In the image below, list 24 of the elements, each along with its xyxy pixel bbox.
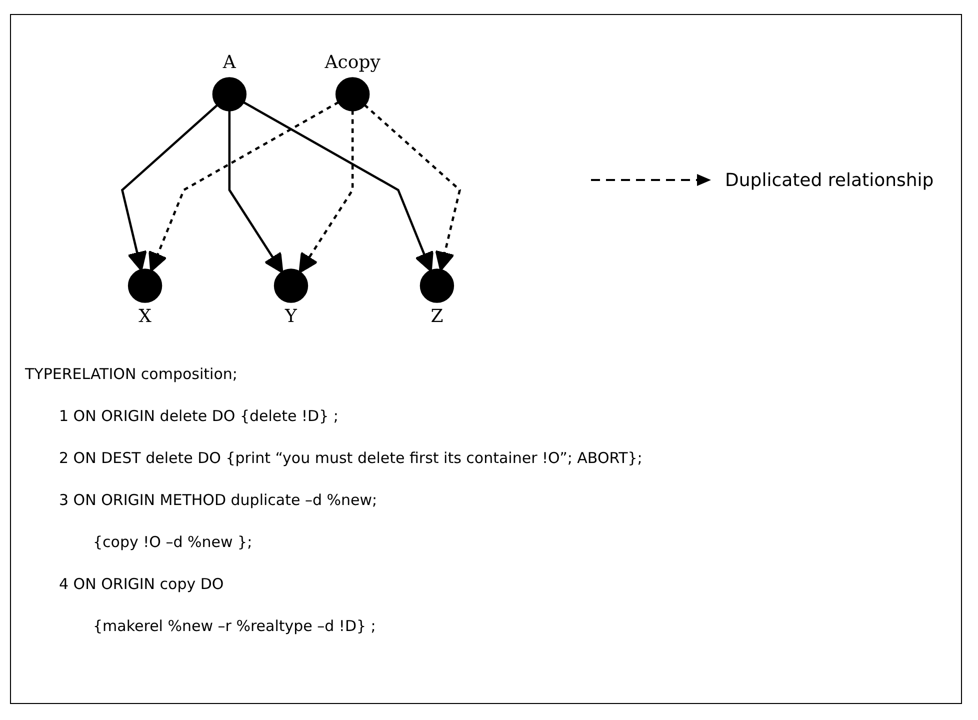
node-label: Z bbox=[430, 306, 444, 327]
code-line: TYPERELATION composition; bbox=[25, 365, 238, 383]
node-dot bbox=[274, 268, 308, 303]
node-dot bbox=[212, 77, 247, 112]
node-dot bbox=[128, 268, 162, 303]
arrow bbox=[148, 101, 340, 272]
code-line: 2 ON DEST delete DO {print “you must delete first its container !O”; ABORT}; bbox=[59, 449, 642, 467]
code-line: {copy !O –d %new }; bbox=[93, 533, 252, 551]
node-label: Acopy bbox=[324, 52, 380, 74]
code-line: 1 ON ORIGIN delete DO {delete !D} ; bbox=[59, 407, 338, 425]
code-line: 3 ON ORIGIN METHOD duplicate –d %new; bbox=[59, 491, 378, 509]
arrow bbox=[364, 104, 462, 272]
arrow bbox=[228, 110, 284, 274]
node-dot bbox=[335, 77, 370, 112]
node-dot bbox=[420, 268, 454, 303]
arrow bbox=[242, 101, 434, 272]
arrow bbox=[120, 104, 218, 272]
arrow bbox=[298, 110, 354, 274]
code-line: {makerel %new –r %realtype –d !D} ; bbox=[93, 617, 376, 635]
node-label: A bbox=[222, 52, 236, 74]
code-line: 4 ON ORIGIN copy DO bbox=[59, 575, 224, 593]
node-label: Y bbox=[285, 306, 297, 327]
node-label: X bbox=[138, 306, 152, 327]
legend-text: Duplicated relationship bbox=[725, 170, 934, 190]
